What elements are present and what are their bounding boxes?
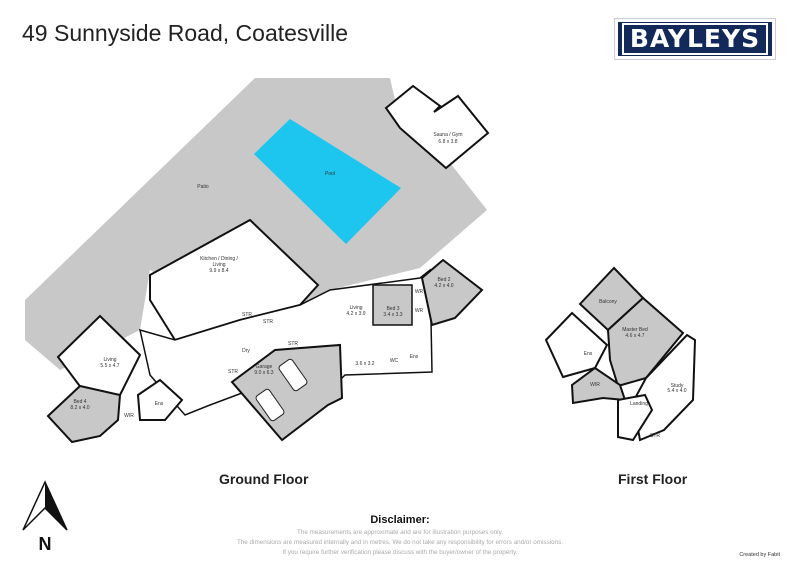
label-room-dim: 3.6 x 3.2 [355, 361, 374, 367]
property-address-title: 49 Sunnyside Road, Coatesville [22, 20, 349, 46]
label-ens1: Ens [155, 401, 164, 407]
label-sauna: Sauna / Gym [433, 132, 462, 138]
label-ens2: Ens [410, 354, 419, 360]
label-bed4-dim: 8.2 x 4.0 [70, 405, 89, 411]
label-balcony: Balcony [599, 299, 617, 305]
garage-room [230, 343, 344, 442]
label-wc: WC [390, 358, 399, 364]
label-landing: Landing [630, 401, 648, 407]
label-living2-dim: 4.2 x 3.9 [346, 311, 365, 317]
label-kitchen: Kitchen / Dining / [200, 256, 238, 262]
label-kitchen-dim: 9.9 x 8.4 [209, 268, 228, 274]
label-sauna-dim: 6.8 x 3.8 [438, 139, 457, 145]
label-str-upper: STR [650, 433, 660, 439]
ens-left-room [136, 378, 184, 421]
first-floor-label: First Floor [618, 471, 688, 487]
sauna-room [384, 84, 490, 170]
bed4-room [46, 384, 122, 444]
disclaimer: Disclaimer: The measurements are approxi… [200, 514, 600, 558]
car-icon [278, 358, 308, 392]
label-living1: Living [103, 357, 116, 363]
logo-text: BAYLEYS [621, 23, 769, 55]
label-living1-dim: 5.5 x 4.7 [100, 363, 119, 369]
label-str1: STR [242, 312, 252, 318]
car-icon [255, 388, 285, 422]
label-bed2: Bed 2 [437, 277, 450, 283]
label-str3: STR [288, 341, 298, 347]
label-pool: Pool [325, 171, 335, 177]
label-patio: Patio [197, 184, 209, 190]
label-wr2: WR [415, 308, 424, 314]
disclaimer-heading: Disclaimer: [370, 514, 430, 526]
bed2-room [420, 258, 484, 327]
label-garage: Garage [256, 364, 273, 370]
bed3-room [372, 284, 413, 326]
patio-area [25, 78, 487, 370]
label-dry: Dry [242, 348, 250, 354]
label-ens-upper: Ens [584, 351, 593, 357]
label-wir-upper: WIR [590, 382, 600, 388]
pool [254, 119, 401, 244]
label-study-dim: 5.4 x 4.0 [667, 388, 686, 394]
label-master-dim: 4.6 x 4.7 [625, 333, 644, 339]
label-living2: Living [349, 305, 362, 311]
label-bed4: Bed 4 [73, 399, 86, 405]
label-kitchen2: Living [212, 262, 225, 268]
disclaimer-line: If you require further verification plea… [282, 549, 518, 556]
ens-upper-room [544, 311, 609, 379]
label-str2: STR [263, 319, 273, 325]
disclaimer-line: The measurements are approximate and are… [296, 529, 504, 536]
disclaimer-line: The dimensions are measured internally a… [236, 539, 564, 546]
label-wr1: WR [415, 289, 424, 295]
label-bed3: Bed 3 [386, 306, 399, 312]
label-bed2-dim: 4.2 x 4.0 [434, 283, 453, 289]
label-master: Master Bed [622, 327, 648, 333]
compass-letter: N [39, 534, 52, 554]
label-study: Study [671, 383, 684, 389]
credit-text: Created by Fabit [739, 552, 780, 558]
label-wir: WIR [124, 413, 134, 419]
bayleys-logo: BAYLEYS [614, 18, 776, 60]
ground-floor-label: Ground Floor [219, 471, 309, 487]
ground-floor-body [138, 268, 433, 416]
label-bed3-dim: 3.4 x 3.3 [383, 312, 402, 318]
label-str4: STR [228, 369, 238, 375]
label-garage-dim: 9.0 x 6.3 [254, 370, 273, 376]
north-compass-icon: N [22, 480, 68, 554]
landing [617, 393, 654, 442]
